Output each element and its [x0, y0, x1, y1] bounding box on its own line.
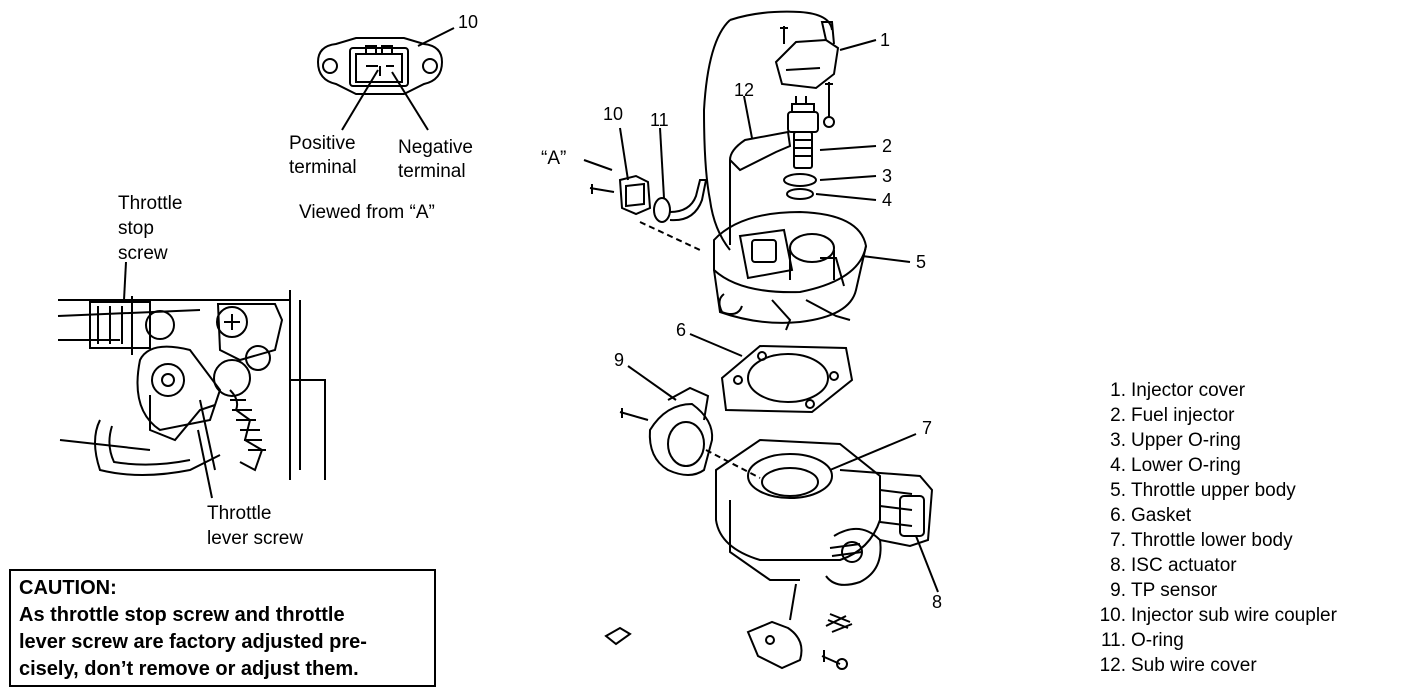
legend-item: 6.Gasket [1082, 503, 1402, 528]
legend-number: 11. [1100, 630, 1126, 651]
legend-text: Upper O-ring [1131, 430, 1241, 451]
legend-item: 3.Upper O-ring [1082, 428, 1402, 453]
callout-11: 11 [650, 110, 669, 130]
legend-text: ISC actuator [1131, 555, 1237, 576]
caution-line-1: As throttle stop screw and throttle [19, 604, 345, 626]
legend-item: 10.Injector sub wire coupler [1082, 603, 1402, 628]
legend-item: 9.TP sensor [1082, 578, 1402, 603]
legend-number: 9. [1110, 580, 1126, 601]
caution-title: CAUTION: [19, 577, 117, 599]
legend-text: Fuel injector [1131, 405, 1235, 426]
legend-number: 2. [1110, 405, 1126, 426]
negative-terminal-label-2: terminal [398, 161, 466, 182]
legend-text: Lower O-ring [1131, 455, 1241, 476]
legend-text: Injector cover [1131, 380, 1246, 401]
legend-item: 2.Fuel injector [1082, 403, 1402, 428]
legend-number: 4. [1110, 455, 1126, 476]
positive-terminal-label-1: Positive [289, 133, 356, 154]
caution-box: CAUTION: As throttle stop screw and thro… [9, 569, 436, 687]
stop-screw-label-2: stop [118, 218, 154, 239]
legend-item: 12.Sub wire cover [1082, 653, 1402, 678]
legend-number: 1. [1110, 380, 1126, 401]
callout-12: 12 [734, 80, 755, 100]
callout-4: 4 [882, 190, 893, 210]
positive-terminal-label-2: terminal [289, 157, 357, 178]
lever-screw-label-2: lever screw [207, 528, 304, 549]
exploded-view [583, 10, 939, 670]
caution-line-3: cisely, don’t remove or adjust them. [19, 658, 359, 680]
legend-number: 7. [1110, 530, 1126, 551]
legend-text: Throttle lower body [1131, 530, 1293, 551]
legend-text: Sub wire cover [1131, 655, 1257, 676]
negative-terminal-label-1: Negative [398, 137, 473, 158]
callout-8: 8 [932, 592, 943, 612]
stop-screw-label-1: Throttle [118, 193, 183, 214]
legend-text: Throttle upper body [1131, 480, 1296, 501]
legend-text: O-ring [1131, 630, 1184, 651]
legend-number: 12. [1099, 655, 1126, 676]
callout-10: 10 [603, 104, 624, 124]
callout-9: 9 [614, 350, 625, 370]
legend-number: 5. [1110, 480, 1126, 501]
legend-text: Injector sub wire coupler [1131, 605, 1337, 626]
view-caption: Viewed from “A” [299, 202, 435, 223]
legend-item: 8.ISC actuator [1082, 553, 1402, 578]
legend-number: 10. [1099, 605, 1126, 626]
legend-number: 3. [1110, 430, 1126, 451]
legend-item: 4.Lower O-ring [1082, 453, 1402, 478]
legend-item: 11.O-ring [1082, 628, 1402, 653]
callout-2: 2 [882, 136, 893, 156]
callout-6: 6 [676, 320, 687, 340]
view-marker-a: “A” [541, 148, 567, 169]
legend-number: 6. [1110, 505, 1126, 526]
lever-screw-label-1: Throttle [207, 503, 272, 524]
callout-1: 1 [880, 30, 891, 50]
callout-5: 5 [916, 252, 927, 272]
coupler-front-view [316, 27, 455, 131]
legend-number: 8. [1110, 555, 1126, 576]
legend-item: 5.Throttle upper body [1082, 478, 1402, 503]
legend-item: 1.Injector cover [1082, 378, 1402, 403]
legend-item: 7.Throttle lower body [1082, 528, 1402, 553]
callout-3: 3 [882, 166, 893, 186]
legend-text: TP sensor [1131, 580, 1218, 601]
legend-text: Gasket [1131, 505, 1192, 526]
stop-screw-label-3: screw [118, 243, 168, 264]
callout-10-connector: 10 [458, 12, 479, 32]
caution-line-2: lever screw are factory adjusted pre- [19, 631, 367, 653]
throttle-adjust-view [57, 261, 326, 499]
parts-legend: 1.Injector cover 2.Fuel injector 3.Upper… [1082, 378, 1402, 678]
callout-7: 7 [922, 418, 933, 438]
